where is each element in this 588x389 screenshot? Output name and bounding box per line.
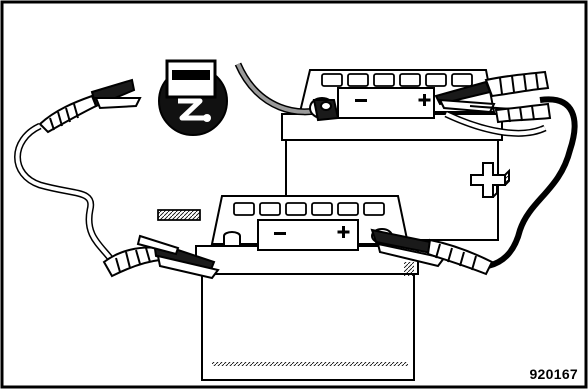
negative-sign-icon <box>274 232 286 235</box>
loose-negative-clamp <box>40 80 140 132</box>
discharged-battery <box>196 196 418 380</box>
battery-discharge-warning-icon <box>159 61 227 135</box>
negative-sign-icon <box>158 210 200 220</box>
discharged-negative-clamp <box>104 236 218 278</box>
battery-base-shade <box>212 362 408 366</box>
battery-side-shade <box>404 262 414 276</box>
booster-negative-clamp <box>310 98 338 120</box>
figure-reference-code: 920167 <box>529 366 578 382</box>
negative-sign-icon <box>355 99 367 102</box>
